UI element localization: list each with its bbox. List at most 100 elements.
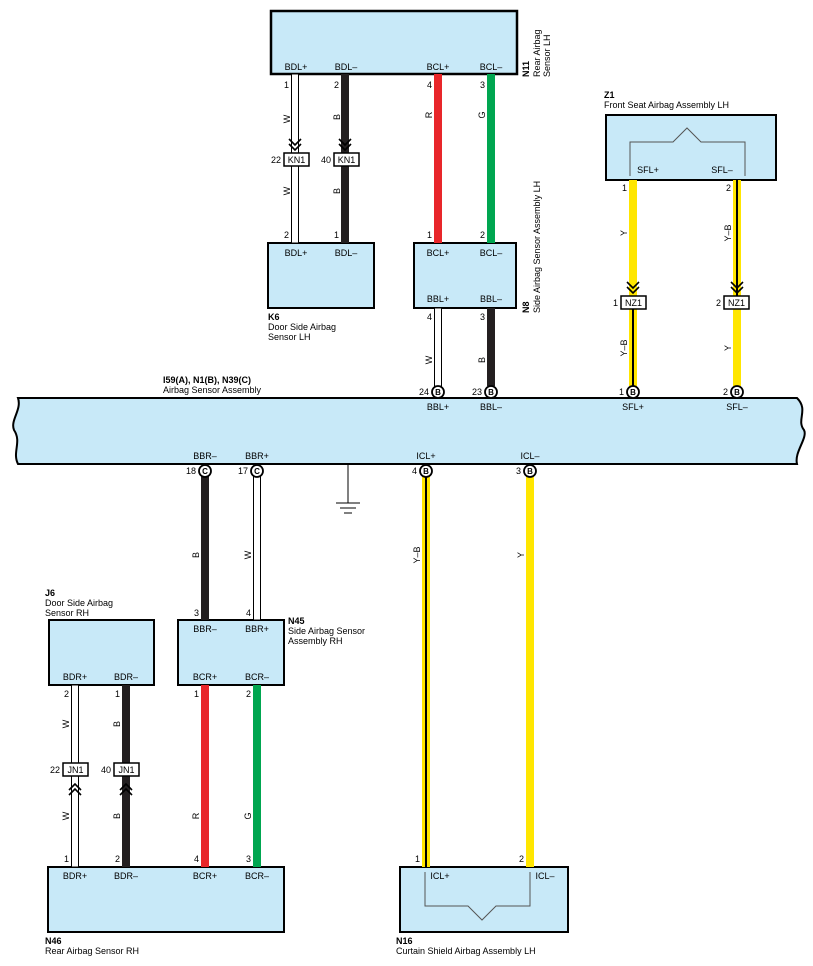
- conn-circle-bbr-plus: [250, 464, 264, 478]
- n11-pin-bdl-minus: BDL–: [335, 62, 358, 72]
- pin-num: 2: [519, 854, 524, 864]
- pin-num: 4: [246, 608, 251, 618]
- pin-num: 4: [194, 854, 199, 864]
- wire-icl-minus: [526, 476, 534, 867]
- pin-num: 4: [412, 466, 417, 476]
- jn1-label-2: JN1: [118, 765, 134, 775]
- j6-box: [48, 619, 155, 686]
- wire-sfl-plus-top: [629, 180, 637, 296]
- pin-num: 2: [480, 230, 485, 240]
- nz1-pin-2: 2: [716, 298, 721, 308]
- kn1-chevron-1: [288, 138, 302, 152]
- wire-bcl-minus: [487, 74, 495, 243]
- conn-letter-icl-plus: B: [423, 467, 429, 476]
- n45-pin-bcr-plus: BCR+: [193, 672, 217, 682]
- k6-pin-bdl-plus: BDL+: [285, 248, 308, 258]
- n45-pin-bbr-minus: BBR–: [193, 624, 217, 634]
- pin-num: 1: [415, 854, 420, 864]
- pin-num: 2: [726, 183, 731, 193]
- nz1-chevron-1: [626, 281, 640, 295]
- n8-pin-bbl-plus: BBL+: [427, 294, 449, 304]
- wire-color-label: Y: [619, 230, 629, 236]
- z1-name: Front Seat Airbag Assembly LH: [604, 100, 729, 110]
- wire-bcl-plus: [434, 74, 442, 243]
- n11-pin-bdl-plus: BDL+: [285, 62, 308, 72]
- wire-bbl-plus: [434, 307, 442, 387]
- conn-letter-bbr-minus: C: [202, 467, 208, 476]
- n46-pin-bdr-minus: BDR–: [114, 871, 138, 881]
- n8-name: Side Airbag Sensor Assembly LH: [532, 181, 542, 313]
- n16-code: N16: [396, 936, 413, 946]
- n8-pin-bcl-plus: BCL+: [427, 248, 450, 258]
- n11-pin-bcl-plus: BCL+: [427, 62, 450, 72]
- pin-num: 4: [427, 312, 432, 322]
- wire-color-label: R: [191, 812, 201, 819]
- n11-code: N11: [521, 61, 531, 77]
- ground-icon: [336, 464, 360, 514]
- jn1-chevron-2: [119, 782, 133, 796]
- conn-letter-sfl-minus: B: [734, 388, 740, 397]
- n46-box: [47, 866, 285, 933]
- n16-box: [399, 866, 569, 933]
- wire-color-label: W: [282, 186, 292, 195]
- z1-inner-outline: [629, 127, 746, 176]
- main-pin-icl-minus: ICL–: [520, 451, 539, 461]
- jn1-pin-40: 40: [101, 765, 111, 775]
- wire-color-label: W: [424, 355, 434, 364]
- wire-bbr-minus: [201, 476, 209, 620]
- conn-letter-bbl-minus: B: [488, 388, 494, 397]
- main-pin-bbr-plus: BBR+: [245, 451, 269, 461]
- k6-name-line1: Door Side Airbag: [268, 322, 336, 332]
- n45-name-line2: Assembly RH: [288, 636, 343, 646]
- pin-num: 24: [419, 387, 429, 397]
- wire-bbl-minus: [487, 308, 495, 386]
- main-pin-sfl-plus: SFL+: [622, 402, 644, 412]
- n11-pin-bcl-minus: BCL–: [480, 62, 503, 72]
- k6-pin-bdl-minus: BDL–: [335, 248, 358, 258]
- main-assembly-box: [12, 397, 806, 465]
- jn1-connector-2: [113, 762, 140, 777]
- wire-color-label: B: [332, 188, 342, 194]
- wire-color-label: W: [282, 114, 292, 123]
- conn-circle-sfl-minus: [730, 385, 744, 399]
- wire-color-label: G: [477, 111, 487, 118]
- n8-box: [413, 242, 517, 309]
- n46-code: N46: [45, 936, 62, 946]
- pin-num: 4: [427, 80, 432, 90]
- pin-num: 1: [427, 230, 432, 240]
- pin-num: 2: [284, 230, 289, 240]
- kn1-pin-40: 40: [321, 155, 331, 165]
- pin-num: 3: [480, 80, 485, 90]
- n45-pin-bcr-minus: BCR–: [245, 672, 269, 682]
- z1-pin-sfl-minus: SFL–: [711, 165, 733, 175]
- pin-num: 1: [64, 854, 69, 864]
- pin-num: 2: [246, 689, 251, 699]
- main-pin-bbl-plus: BBL+: [427, 402, 449, 412]
- wire-color-label: W: [61, 719, 71, 728]
- wire-color-label: B: [112, 721, 122, 727]
- pin-num: 3: [516, 466, 521, 476]
- k6-name-line2: Sensor LH: [268, 332, 311, 342]
- z1-code: Z1: [604, 90, 615, 100]
- main-pin-icl-plus: ICL+: [416, 451, 435, 461]
- pin-num: 2: [64, 689, 69, 699]
- nz1-label-1: NZ1: [625, 298, 642, 308]
- k6-box: [267, 242, 375, 309]
- n11-name-line1: Rear Airbag: [532, 29, 542, 77]
- nz1-chevron-2: [730, 281, 744, 295]
- conn-letter-bbl-plus: B: [435, 388, 441, 397]
- wire-color-label: Y–B: [723, 224, 733, 241]
- n16-inner-outline: [424, 872, 531, 921]
- jn1-chevron-1: [68, 782, 82, 796]
- pin-num: 1: [194, 689, 199, 699]
- pin-num: 2: [334, 80, 339, 90]
- wire-color-label: G: [243, 812, 253, 819]
- n8-code: N8: [521, 301, 531, 313]
- n16-name: Curtain Shield Airbag Assembly LH: [396, 946, 536, 956]
- conn-circle-bbl-minus: [484, 385, 498, 399]
- pin-num: 3: [194, 608, 199, 618]
- conn-letter-bbr-plus: C: [254, 467, 260, 476]
- nz1-label-2: NZ1: [728, 298, 745, 308]
- n46-pin-bcr-plus: BCR+: [193, 871, 217, 881]
- pin-num: 1: [334, 230, 339, 240]
